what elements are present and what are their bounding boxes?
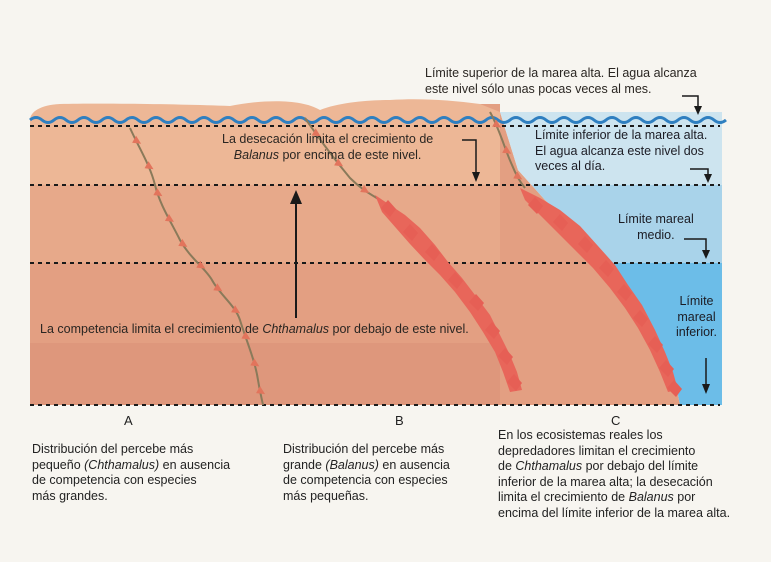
distribution-a-chthamalus — [129, 127, 266, 406]
chthamalus-marker — [502, 145, 512, 154]
high-tide-upper-arrow — [682, 95, 699, 112]
chthamalus-marker — [132, 135, 142, 144]
balanus-marker — [485, 322, 500, 339]
balanus-marker — [528, 197, 543, 214]
tide-level-lines — [30, 125, 720, 406]
chthamalus-marker — [144, 161, 154, 170]
water-zone-high — [500, 112, 722, 185]
balanus-marker — [599, 260, 614, 277]
balanus-marker — [667, 380, 682, 397]
high-tide-upper-label: Límite superior de la marea alta. El agu… — [425, 66, 697, 96]
chthamalus-marker — [360, 185, 370, 194]
high-tide-lower-label: Límite inferior de la marea alta. El agu… — [535, 128, 708, 173]
balanus-marker — [381, 200, 396, 217]
balanus-marker — [498, 348, 513, 365]
rock-band-2 — [30, 185, 530, 263]
competition-arrow — [290, 190, 302, 318]
balanus-marker — [425, 244, 440, 261]
balanus-marker — [578, 236, 593, 253]
chthamalus-marker — [250, 358, 260, 367]
balanus-marker — [553, 214, 568, 231]
chthamalus-marker — [153, 188, 163, 197]
column-letter-a: A — [124, 413, 133, 428]
balanus-marker — [403, 224, 418, 241]
column-letter-b: B — [395, 413, 404, 428]
chthamalus-marker — [492, 119, 502, 128]
rock-band-4 — [30, 343, 530, 405]
balanus-marker — [648, 336, 663, 353]
desiccation-leader-arrow — [462, 139, 477, 178]
chthamalus-marker — [241, 331, 251, 340]
balanus-markers — [311, 128, 522, 391]
balanus-band — [375, 195, 522, 392]
real-distribution-line-upper — [489, 111, 526, 189]
balanus-marker — [659, 360, 674, 377]
label-arrows — [462, 95, 712, 394]
high-tide-wave-line — [29, 116, 727, 124]
chthamalus-marker — [311, 128, 321, 137]
balanus-marker — [617, 284, 632, 301]
chthamalus-marker — [178, 238, 188, 247]
competition-label: La competencia limita el crecimiento de … — [40, 322, 469, 336]
balanus-marker — [448, 272, 463, 289]
caption-b: Distribución del percebe más grande (Bal… — [283, 442, 450, 503]
chthamalus-marker — [334, 158, 344, 167]
distribution-b-balanus — [304, 117, 522, 392]
chthamalus-marker — [231, 305, 241, 314]
low-tide-label: Límite mareal inferior. — [676, 294, 717, 339]
chthamalus-marker — [164, 213, 174, 222]
chthamalus-markers — [132, 135, 266, 395]
chthamalus-marker — [196, 260, 206, 269]
chthamalus-marker — [213, 283, 223, 292]
balanus-marker — [633, 310, 648, 327]
chthamalus-marker — [513, 171, 523, 180]
distribution-c-real — [489, 111, 682, 397]
caption-c: En los ecosistemas reales los depredador… — [498, 428, 731, 520]
real-markers — [492, 119, 682, 397]
column-letter-c: C — [611, 413, 621, 428]
mid-tide-label: Límite mareal medio. — [618, 212, 694, 242]
desiccation-label: La desecación limita el crecimiento de B… — [222, 132, 434, 162]
caption-a: Distribución del percebe más pequeño (Ch… — [32, 442, 231, 503]
chthamalus-distribution-line — [129, 127, 264, 406]
chthamalus-marker — [256, 386, 266, 395]
balanus-marker — [469, 294, 484, 311]
balanus-marker — [507, 374, 522, 391]
